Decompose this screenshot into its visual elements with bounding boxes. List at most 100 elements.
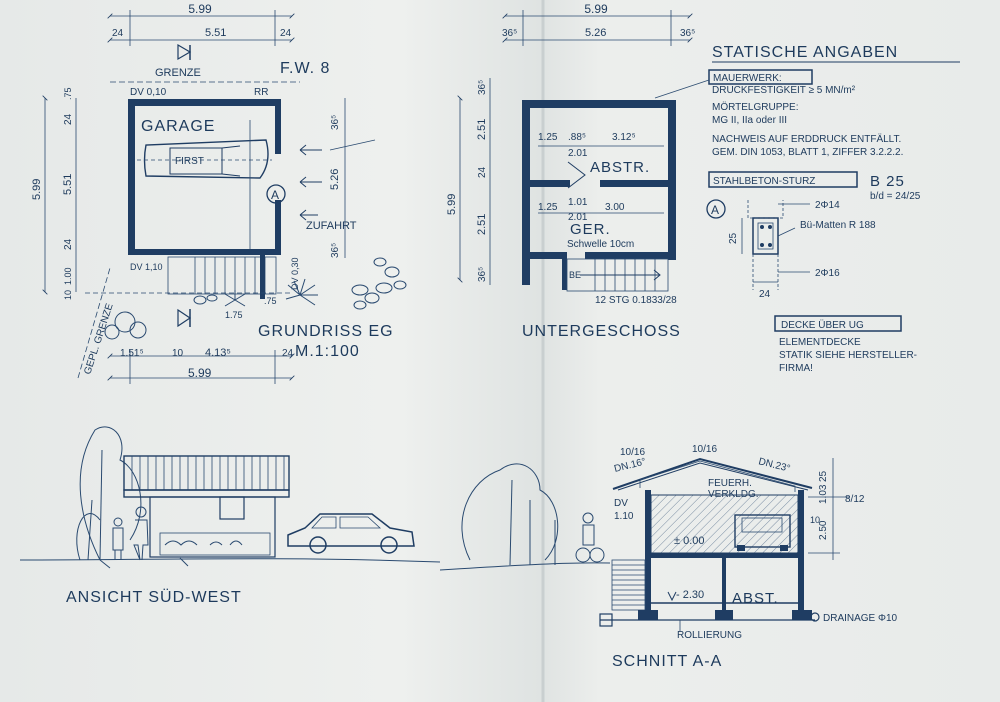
people-icons (112, 506, 149, 561)
car-side-icon (287, 513, 415, 554)
lintel-section (741, 200, 810, 290)
section-marker-bottom (177, 308, 192, 328)
gf-marker-a: A (271, 188, 279, 202)
section-a-a: 10/16 10/16 DN.16° DN.23° FEUERH. VERKLD… (439, 444, 898, 670)
bar-top-label: 2Φ14 (815, 200, 840, 211)
sturz-grade: B 25 (870, 173, 905, 190)
mauerwerk-text: DRUCKFESTIGKEIT ≥ 5 MN/m² (712, 85, 856, 96)
dv-top-label: DV 0,10 (130, 87, 167, 98)
dv-section-label: DV (614, 498, 628, 509)
gf-dim-left-d: .75 (63, 87, 73, 100)
fw-title: F.W. 8 (280, 60, 330, 77)
nachweis-line-1: NACHWEIS AUF ERDDRUCK ENTFÄLLT. (712, 133, 901, 145)
mauerwerk-label: MAUERWERK: (713, 73, 782, 84)
mortel-text: MG II, IIa oder III (712, 115, 787, 126)
cyclist-icon (575, 512, 605, 563)
shrub-plan-icons (104, 257, 407, 340)
rollierung-label: ROLLIERUNG (677, 630, 742, 641)
schnitt-title: SCHNITT A-A (612, 653, 722, 670)
car-plan-icon (143, 139, 269, 179)
ug-r2-c: 3.00 (605, 202, 625, 213)
sec-dim-25: 25 (818, 470, 829, 482)
drainage-label: DRAINAGE Φ10 (823, 613, 898, 624)
dn-left: DN.16° (613, 456, 647, 474)
level-base: - 2.30 (676, 589, 704, 601)
rr-label: RR (254, 87, 268, 98)
grenze-label: GRENZE (155, 67, 201, 79)
ug-dim-top-left: 36⁵ (502, 28, 517, 39)
stairs-label: 12 STG 0.1833/28 (595, 295, 677, 306)
sec-height-label: 25 (728, 232, 739, 244)
dv-bottom-label: DV 1,10 (130, 262, 163, 272)
statics-marker-a: A (711, 203, 719, 217)
scale-label: M.1:100 (295, 343, 360, 360)
gf-dim-left-e: 1.00 (63, 267, 73, 285)
dv-section-val: 1.10 (614, 511, 634, 522)
exterior-stairs (611, 559, 646, 611)
ug-dim-top-mid: 5.26 (585, 27, 606, 39)
gf-dim-top-left: 24 (112, 28, 124, 39)
gf-dim-row-d: 24 (282, 348, 294, 359)
decke-line-1: ELEMENTDECKE (779, 337, 861, 348)
gf-dim-bot-total: 5.99 (188, 366, 212, 380)
sec-dim-812: 8/12 (845, 494, 865, 505)
decke-label: DECKE ÜBER UG (781, 319, 864, 331)
gf-dim-left-total: 5.99 (31, 179, 43, 200)
untergeschoss-title: UNTERGESCHOSS (522, 323, 681, 340)
ger-label: GER. (570, 221, 611, 238)
sturz-label: STAHLBETON-STURZ (713, 176, 815, 187)
gf-dim-left-a: 24 (63, 113, 74, 125)
gf-dim-right-b: 5.26 (329, 169, 341, 190)
feuerh-line-1: FEUERH. (708, 478, 752, 489)
section-marker-top (177, 43, 192, 61)
car-front-icon (734, 514, 791, 551)
ug-r1-b: .88⁵ (568, 132, 586, 143)
gf-dim-left-f: 10 (63, 290, 73, 300)
ug-dim-top-total: 5.99 (584, 2, 608, 16)
decke-line-2: STATIK SIEHE HERSTELLER- (779, 350, 917, 361)
ug-dim-l2: 2.51 (476, 119, 488, 140)
level-ground: ± 0.00 (674, 535, 705, 547)
sec-dim-250: 2.50 (818, 520, 829, 540)
gf-dim-right-c: 36⁵ (330, 243, 341, 258)
gf-dim-top-total: 5.99 (188, 2, 212, 16)
dv-right-label: DV 0,30 (290, 257, 300, 290)
ug-r1-a: 1.25 (538, 132, 558, 143)
first-label: FIRST (175, 156, 204, 167)
ug-dim-l3: 24 (477, 166, 488, 178)
gf-dim-left-c: 24 (63, 238, 74, 250)
south-west-elevation: ANSICHT SÜD-WEST (19, 426, 441, 606)
ug-r2-b: 1.01 (568, 197, 588, 208)
gf-dim-row-c: 4.13⁵ (205, 347, 231, 359)
sturz-dims: b/d = 24/25 (870, 191, 921, 202)
decke-line-3: FIRMA! (779, 363, 813, 374)
pitch-right: 10/16 (692, 444, 717, 455)
gf-dim-row-a: 1.51⁵ (120, 348, 144, 359)
statics-notes: STATISCHE ANGABEN MAUERWERK: DRUCKFESTIG… (654, 44, 960, 374)
sec-width-label: 24 (759, 289, 771, 300)
gf-dim-top-mid: 5.51 (205, 27, 226, 39)
gf-dim-row-b: 10 (172, 348, 184, 359)
pitch-left: 10/16 (620, 447, 645, 458)
gf-dim-bot-b: 1.75 (225, 310, 243, 320)
abstr-label: ABSTR. (590, 159, 650, 176)
nachweis-line-2: GEM. DIN 1053, BLATT 1, ZIFFER 3.2.2.2. (712, 147, 903, 158)
gf-dim-left-b: 5.51 (62, 174, 74, 195)
bar-bottom-label: 2Φ16 (815, 268, 840, 279)
ug-r1-c: 3.12⁵ (612, 132, 636, 143)
ground-floor-plan: 5.99 24 5.51 24 GRENZE DV 0,10 RR GARAGE… (31, 2, 407, 384)
statics-title: STATISCHE ANGABEN (712, 44, 898, 61)
ug-dim-left-total: 5.99 (446, 194, 458, 215)
ug-dim-l1: 36⁵ (477, 80, 488, 95)
grundriss-title: GRUNDRISS EG (258, 323, 394, 340)
ug-dim-top-right: 36⁵ (680, 28, 695, 39)
mesh-label: Bü-Matten R 188 (800, 220, 876, 231)
basement-plan: 5.99 36⁵ 5.26 36⁵ 5.99 36⁵ 2.51 24 2.51 … (446, 2, 695, 340)
ug-dim-l4: 2.51 (476, 214, 488, 235)
garage-label: GARAGE (141, 118, 215, 135)
ansicht-title: ANSICHT SÜD-WEST (66, 588, 242, 606)
abst-label: ABST. (732, 590, 779, 607)
dn-right: DN.23° (757, 456, 791, 474)
